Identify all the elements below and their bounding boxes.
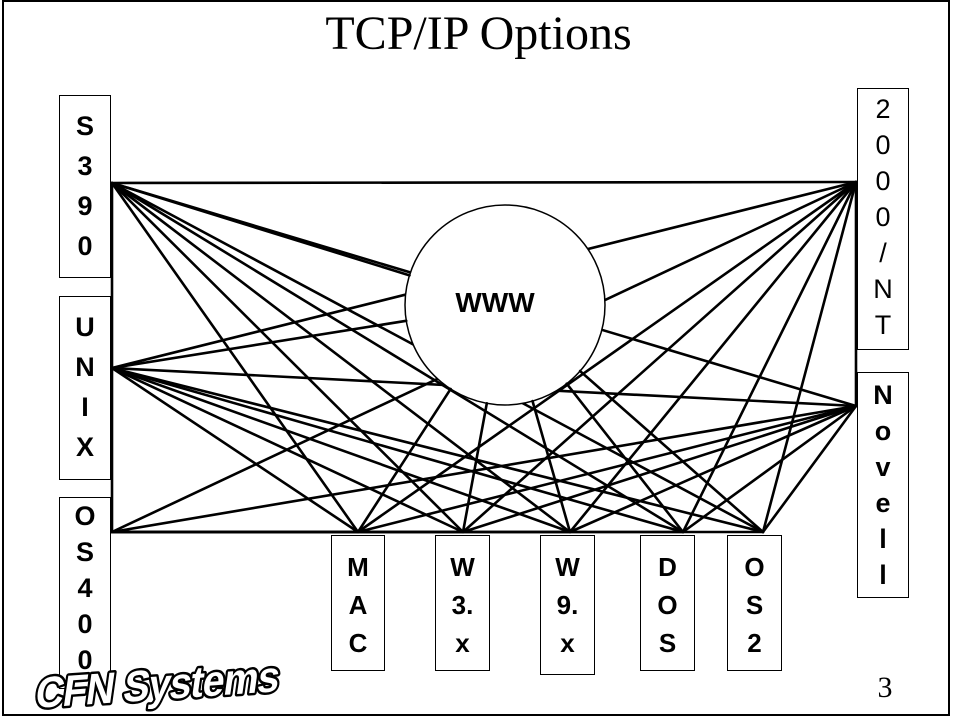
system-char: e bbox=[875, 488, 891, 518]
system-char: 0 bbox=[875, 130, 891, 160]
connection-line-novell-os2 bbox=[761, 404, 858, 534]
system-char: 0 bbox=[875, 166, 891, 196]
connection-line-unix-mac bbox=[110, 366, 360, 534]
system-box-os400: O S 4 0 0 bbox=[59, 497, 111, 689]
connection-line-www-os2 bbox=[578, 369, 765, 534]
system-char: S bbox=[75, 537, 94, 567]
cfn-systems-logo: CFN Systems CFN Systems bbox=[30, 650, 285, 720]
system-char: / bbox=[879, 238, 887, 268]
system-char: D bbox=[658, 552, 677, 582]
system-char: N bbox=[75, 352, 95, 382]
system-char: 0 bbox=[77, 231, 93, 261]
svg-text:CFN Systems: CFN Systems bbox=[33, 653, 283, 718]
connection-line-s390-www bbox=[110, 181, 411, 277]
connection-line-os400-novell bbox=[110, 404, 858, 534]
connection-line-www-mac bbox=[356, 387, 452, 534]
connection-line-novell-mac bbox=[356, 404, 858, 534]
system-char: O bbox=[74, 501, 96, 531]
system-char: v bbox=[875, 452, 891, 482]
connection-line-unix-www bbox=[110, 319, 408, 370]
www-hub-circle bbox=[404, 204, 606, 406]
connection-line-s390-w9x bbox=[110, 181, 572, 534]
connection-line-unix-os2 bbox=[110, 366, 765, 534]
system-box-os2: O S 2 bbox=[727, 535, 782, 671]
connection-line-nt-w3x bbox=[461, 180, 858, 534]
system-char: N bbox=[873, 380, 893, 410]
connection-line-nt-os2 bbox=[761, 180, 858, 534]
system-box-w9x: W 9. x bbox=[540, 535, 595, 675]
system-char: I bbox=[81, 392, 89, 422]
system-char: T bbox=[874, 310, 892, 340]
system-box-novell: N o v e l l bbox=[857, 372, 909, 598]
system-char: 9 bbox=[77, 191, 93, 221]
connection-line-s390-mac bbox=[110, 181, 360, 534]
connection-line-novell-dos bbox=[681, 404, 858, 534]
system-char: S bbox=[745, 590, 764, 620]
system-char: l bbox=[879, 560, 887, 590]
system-char: 0 bbox=[77, 609, 93, 639]
connection-line-nt-mac bbox=[356, 180, 858, 534]
connection-lines bbox=[110, 180, 858, 534]
connection-line-www-w9x bbox=[531, 399, 572, 534]
system-char: W bbox=[450, 552, 475, 582]
system-char: W bbox=[555, 552, 580, 582]
system-box-unix: U N I X bbox=[59, 296, 111, 480]
connection-line-s390-nt bbox=[110, 180, 858, 185]
connection-line-nt-w9x bbox=[568, 180, 858, 534]
system-char: N bbox=[873, 274, 893, 304]
system-char: x bbox=[455, 628, 470, 658]
system-char: O bbox=[657, 590, 678, 620]
connection-line-www-dos bbox=[565, 382, 685, 534]
system-char: A bbox=[348, 590, 368, 620]
page-number: 3 bbox=[877, 671, 893, 704]
connection-line-novell-w9x bbox=[568, 404, 858, 534]
system-char: 0 bbox=[875, 202, 891, 232]
system-box-2000-nt: 2 0 0 0 / N T bbox=[857, 88, 909, 350]
system-char: x bbox=[560, 628, 575, 658]
system-char: M bbox=[347, 552, 369, 582]
connection-line-nt-dos bbox=[681, 180, 858, 534]
system-char: X bbox=[75, 432, 94, 462]
system-char: o bbox=[874, 416, 892, 446]
system-char: 3. bbox=[451, 590, 474, 620]
system-char: l bbox=[879, 524, 887, 554]
connection-line-www-w3x bbox=[461, 402, 489, 534]
www-hub-label: WWW bbox=[455, 287, 535, 318]
connection-lines-front bbox=[110, 181, 765, 534]
system-char: 2 bbox=[875, 94, 891, 124]
system-char: 0 bbox=[77, 645, 93, 675]
system-char: S bbox=[75, 111, 94, 141]
system-char: O bbox=[744, 552, 765, 582]
connection-line-unix-dos bbox=[110, 366, 685, 534]
system-box-w3x: W 3. x bbox=[435, 535, 490, 671]
system-box-mac: M A C bbox=[331, 535, 385, 671]
system-char: C bbox=[348, 628, 368, 658]
system-char: S bbox=[658, 628, 677, 658]
system-char: 4 bbox=[77, 573, 93, 603]
connection-line-s390-dos bbox=[110, 181, 685, 534]
system-char: 9. bbox=[556, 590, 579, 620]
system-char: 3 bbox=[77, 151, 93, 181]
system-box-dos: D O S bbox=[640, 535, 695, 671]
system-char: U bbox=[75, 312, 95, 342]
system-box-s390: S 3 9 0 bbox=[59, 95, 111, 278]
connection-line-novell-w3x bbox=[461, 404, 858, 534]
system-char: 2 bbox=[747, 628, 762, 658]
slide-title: TCP/IP Options bbox=[325, 7, 632, 60]
